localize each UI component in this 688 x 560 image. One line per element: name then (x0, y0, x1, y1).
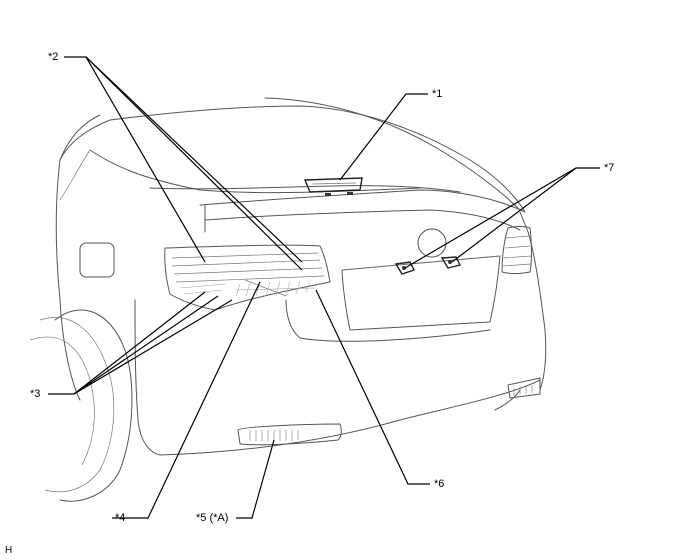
car-body (29, 97, 547, 502)
callout-6: *6 (434, 478, 445, 490)
rear-fog-light (237, 423, 342, 446)
callout-7: *7 (604, 162, 615, 174)
callout-2: *2 (48, 51, 59, 63)
callout-4: *4 (115, 512, 126, 524)
callout-5: *5 (*A) (196, 512, 229, 524)
leader-lines (48, 56, 600, 519)
high-mount-stop-light (303, 177, 363, 196)
rear-combination-light-right (501, 226, 532, 274)
license-plate-lights (394, 256, 462, 275)
callout-3: *3 (30, 388, 41, 400)
figure-code: H (5, 545, 13, 556)
rear-combination-light-left (164, 244, 331, 311)
rear-reflector-right (507, 377, 541, 399)
callout-1: *1 (432, 88, 443, 100)
